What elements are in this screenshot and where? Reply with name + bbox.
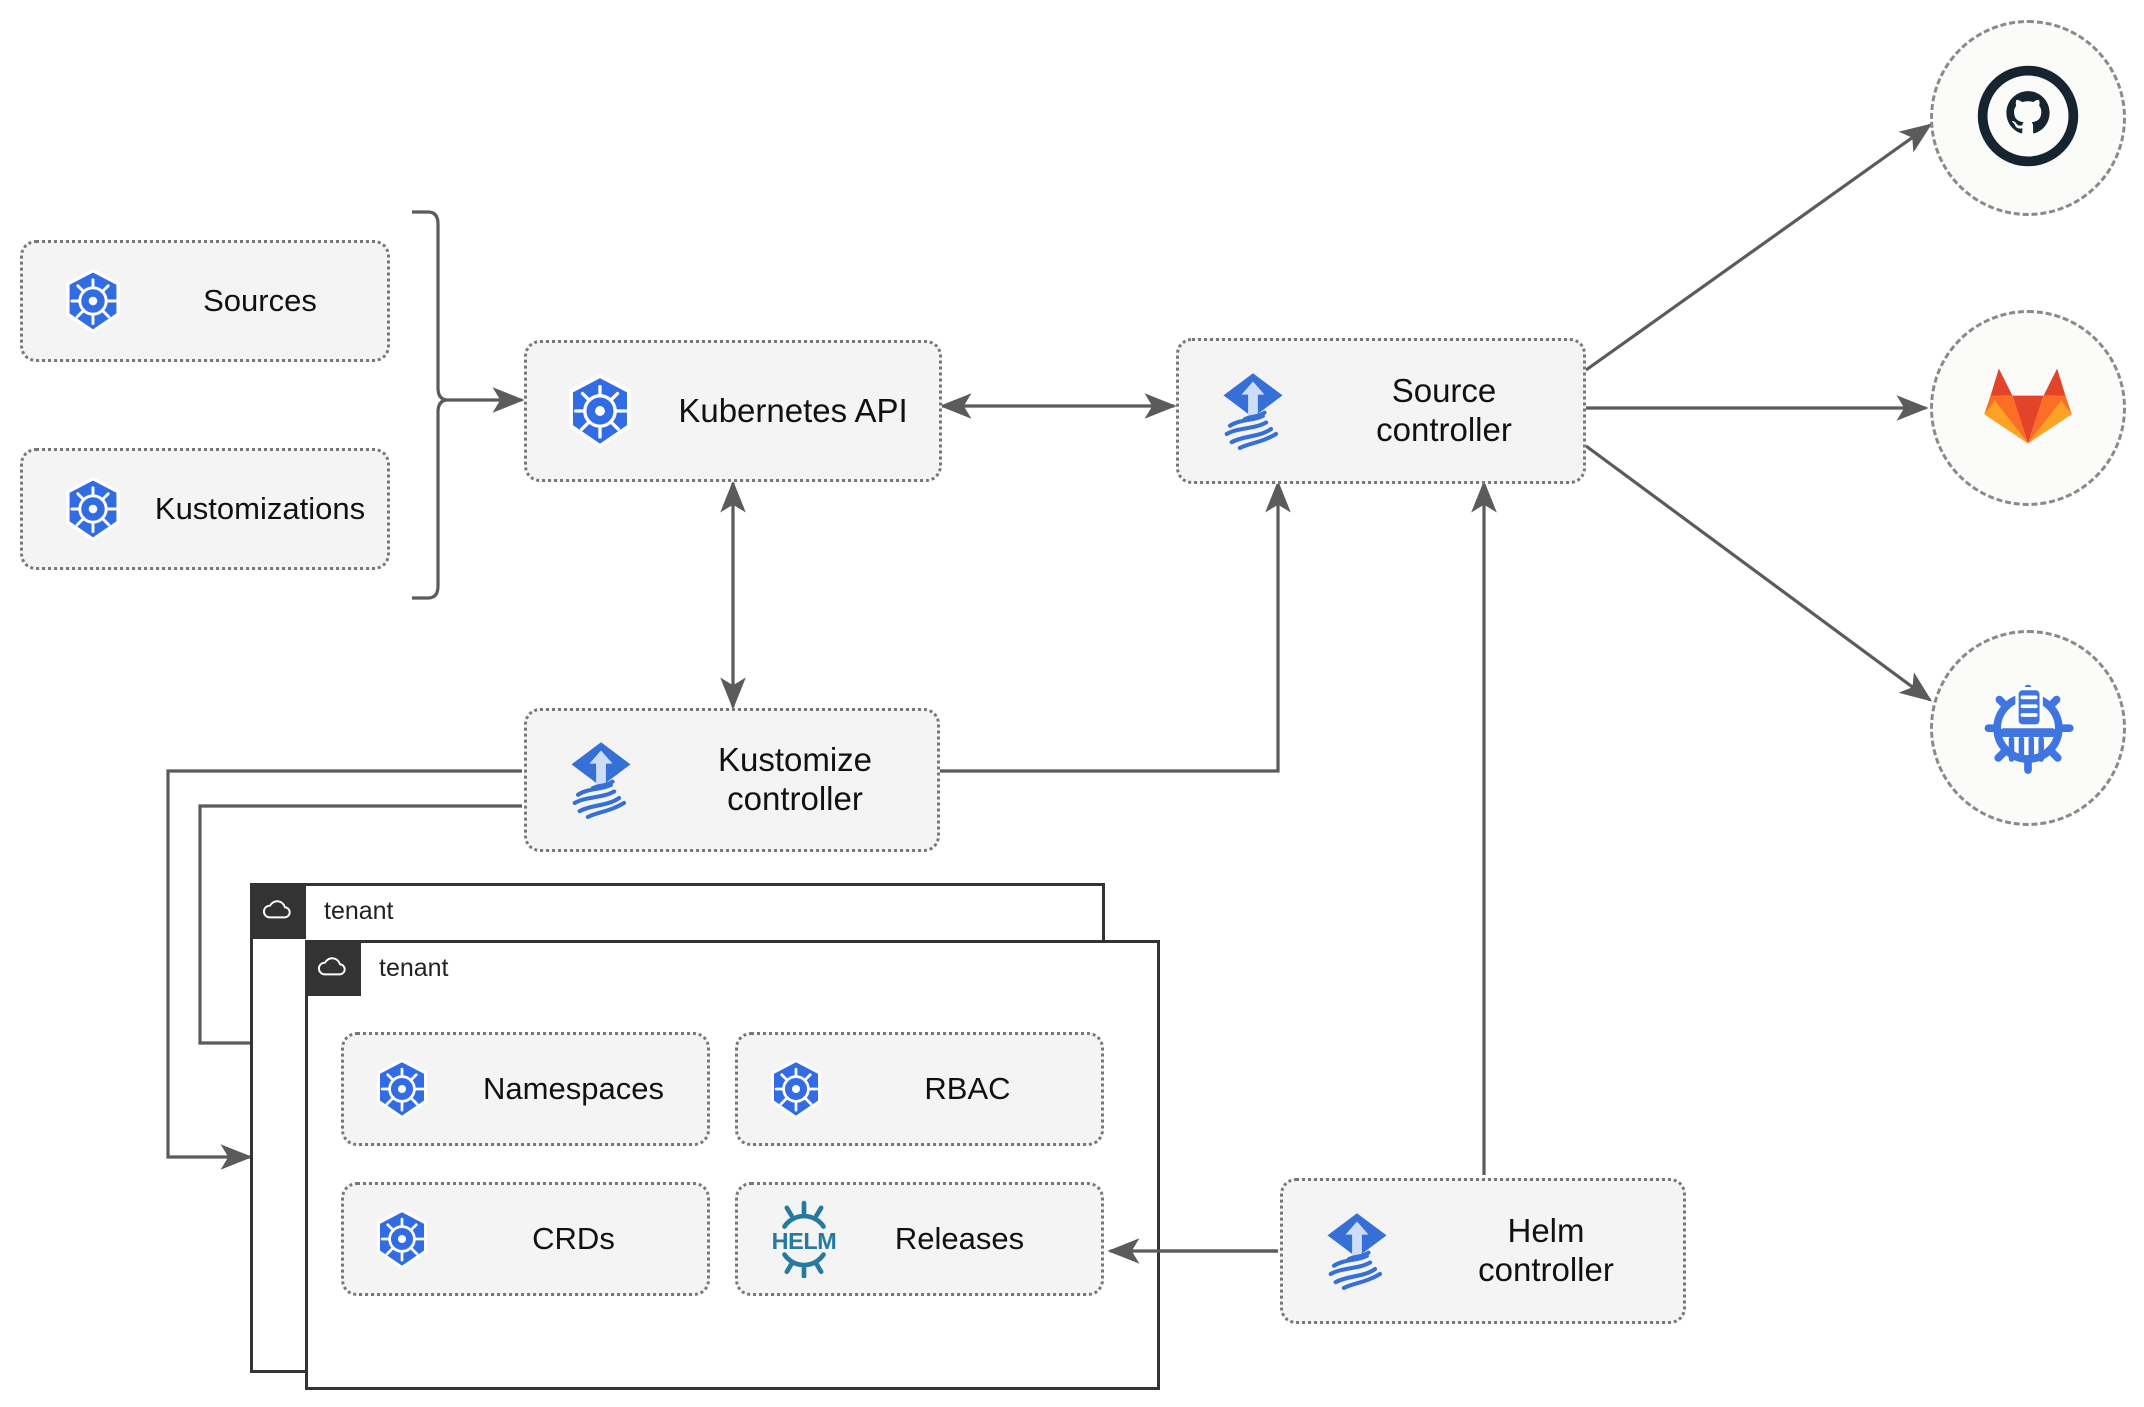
tenant-resource-rbac[interactable]: RBAC [735, 1032, 1104, 1146]
controller-node-kubernetes-api[interactable]: Kubernetes API [524, 340, 942, 482]
external-source-gitlab[interactable] [1930, 310, 2126, 506]
kubernetes-icon [45, 476, 141, 542]
helm-icon: HELM [750, 1200, 858, 1278]
gitlab-icon [1976, 354, 2080, 463]
wire-kustomize-to-source-controller [940, 480, 1291, 773]
tenant-resource-namespaces[interactable]: Namespaces [341, 1032, 710, 1146]
kubernetes-icon [356, 1058, 448, 1120]
tenant-resource-label: Releases [894, 1220, 1025, 1256]
kubernetes-icon [45, 268, 141, 334]
tenant-resource-label: Namespaces [483, 1070, 664, 1106]
controller-label: Source controller [1376, 372, 1512, 448]
resources-bracket [412, 210, 449, 600]
kubernetes-icon [356, 1208, 448, 1270]
flux-icon [1297, 1210, 1417, 1292]
tenant-header: tenant [305, 940, 449, 996]
external-source-helm-repository[interactable] [1930, 630, 2126, 826]
github-icon [1974, 62, 2082, 175]
wire-source-controller-to-helm-repository [1585, 444, 1933, 702]
helm-repository-icon [1973, 671, 2083, 786]
tenant-frame-front[interactable]: tenant [305, 940, 1160, 1390]
flux-icon [541, 739, 661, 821]
cloud-icon [250, 883, 306, 939]
controller-label: Kubernetes API [678, 391, 908, 429]
controller-node-kustomize-controller[interactable]: Kustomize controller [524, 708, 940, 852]
controller-label: Kustomize controller [717, 741, 873, 817]
kubernetes-icon [750, 1058, 842, 1120]
controller-label: Helm controller [1478, 1212, 1614, 1288]
resource-node-sources[interactable]: Sources [20, 240, 390, 362]
resource-node-kustomizations[interactable]: Kustomizations [20, 448, 390, 570]
controller-node-source-controller[interactable]: Source controller [1176, 338, 1586, 484]
kubernetes-icon [545, 373, 655, 449]
flux-icon [1193, 370, 1313, 452]
svg-text:HELM: HELM [772, 1228, 837, 1254]
controller-node-helm-controller[interactable]: Helm controller [1280, 1178, 1686, 1324]
cloud-icon [305, 940, 361, 996]
tenant-header: tenant [250, 883, 394, 939]
resource-label: Kustomizations [154, 490, 366, 526]
tenant-resource-label: CRDs [532, 1220, 615, 1256]
resource-label: Sources [203, 282, 317, 318]
tenant-resource-label: RBAC [924, 1070, 1011, 1106]
tenant-label: tenant [379, 953, 449, 982]
tenant-label: tenant [324, 896, 394, 925]
wire-source-controller-to-github [1585, 123, 1933, 372]
external-source-github[interactable] [1930, 20, 2126, 216]
tenant-resource-releases[interactable]: HELM Releases [735, 1182, 1104, 1296]
tenant-resource-crds[interactable]: CRDs [341, 1182, 710, 1296]
